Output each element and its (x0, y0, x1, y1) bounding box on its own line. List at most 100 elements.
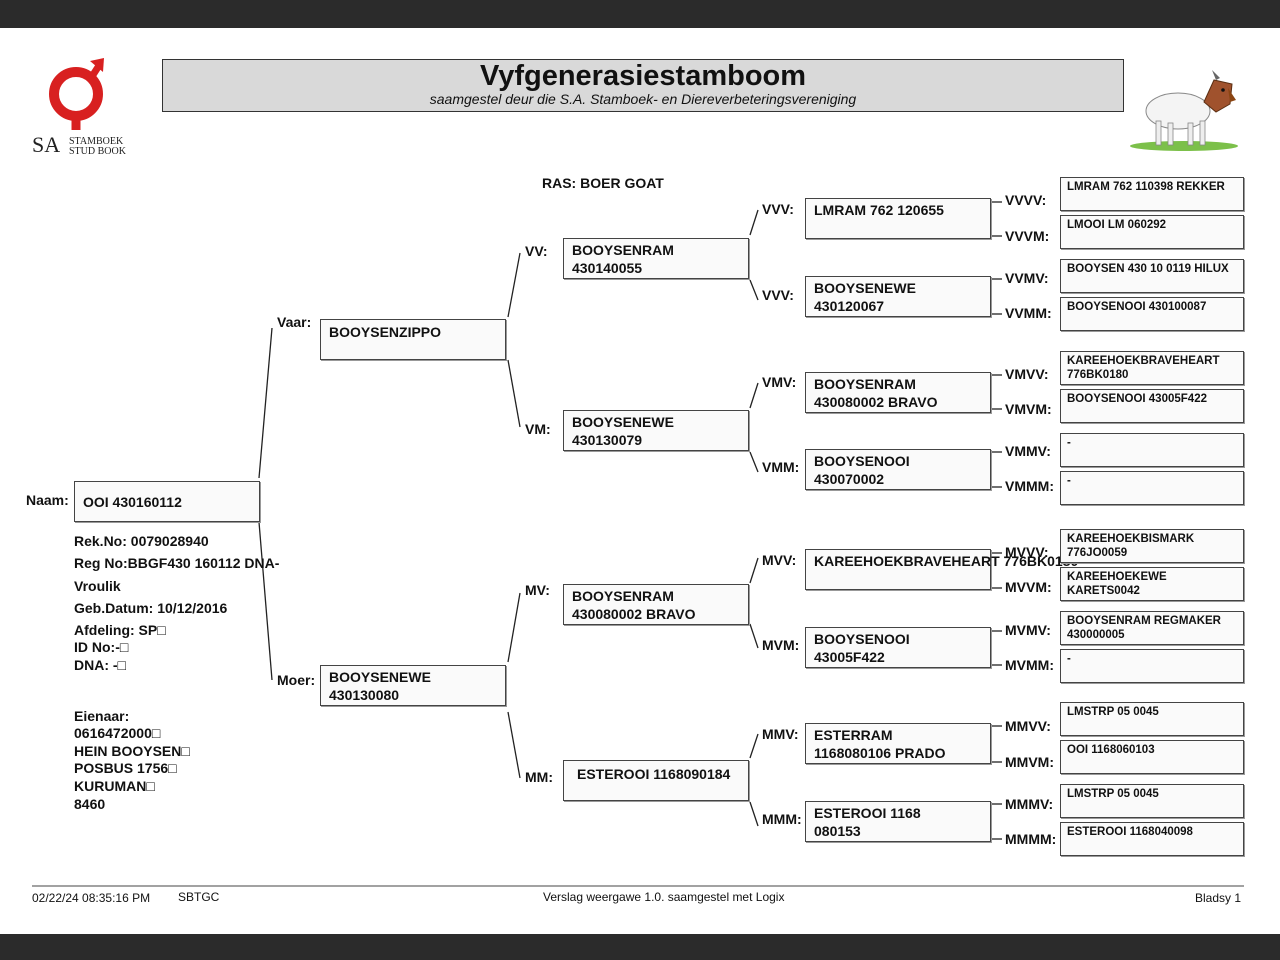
mmmv-box: LMSTRP 05 0045 (1060, 784, 1244, 818)
vmvm-name: BOOYSENOOI 43005F422 (1067, 393, 1207, 405)
vvmm-label: VVMM: (1005, 305, 1052, 321)
page-subtitle: saamgestel deur die S.A. Stamboek- en Di… (429, 91, 857, 107)
logo-sa: SA (32, 132, 60, 157)
mmvv-name: LMSTRP 05 0045 (1067, 706, 1159, 718)
vm-box: BOOYSENEWE 430130079 (563, 410, 749, 451)
mvvv-name: KAREEHOEKBISMARK 776JO0059 (1067, 533, 1195, 559)
vmvv-name: KAREEHOEKBRAVEHEART 776BK0180 (1067, 355, 1220, 381)
mvm-label: MVM: (762, 637, 800, 653)
mvm-name: BOOYSENOOI 43005F422 (814, 631, 910, 665)
vvv-box: LMRAM 762 120655 (805, 198, 991, 239)
vvvv-box: LMRAM 762 110398 REKKER (1060, 177, 1244, 211)
vv-label: VV: (525, 243, 548, 259)
mmv-box: ESTERRAM 1168080106 PRADO (805, 723, 991, 764)
owner-name: HEIN BOOYSEN□ (74, 743, 190, 759)
mv-name: BOOYSENRAM 430080002 BRAVO (572, 588, 696, 622)
page-title: Vyfgenerasiestamboom (479, 60, 807, 92)
mvmv-label: MVMV: (1005, 622, 1051, 638)
owner-phone: 0616472000□ (74, 725, 161, 741)
breed-label: RAS: BOER GOAT (542, 175, 664, 191)
mvvm-name: KAREEHOEKEWE KARETS0042 (1067, 571, 1167, 597)
vm-label: VM: (525, 421, 551, 437)
birth-date: Geb.Datum: 10/12/2016 (74, 600, 228, 616)
mmv-name: ESTERRAM 1168080106 PRADO (814, 727, 946, 761)
vmm-name: BOOYSENOOI 430070002 (814, 453, 910, 487)
vmvm-label: VMVM: (1005, 401, 1052, 417)
mvmv-name: BOOYSENRAM REGMAKER 430000005 (1067, 615, 1221, 641)
id-no: ID No:-□ (74, 639, 129, 655)
vvm-name: BOOYSENEWE 430120067 (814, 280, 916, 314)
vvmv-name: BOOYSEN 430 10 0119 HILUX (1067, 263, 1229, 275)
mm-box: ESTEROOI 1168090184 (563, 760, 749, 801)
vmmv-label: VMMV: (1005, 443, 1051, 459)
owner-address: POSBUS 1756□ (74, 760, 177, 776)
vmvm-box: BOOYSENOOI 43005F422 (1060, 389, 1244, 423)
vvmm-name: BOOYSENOOI 430100087 (1067, 301, 1207, 313)
vmmm-name: - (1067, 475, 1071, 487)
mmmv-name: LMSTRP 05 0045 (1067, 788, 1159, 800)
bottom-bar (0, 934, 1280, 960)
mmmm-box: ESTEROOI 1168040098 (1060, 822, 1244, 856)
animal-name-label: Naam: (26, 492, 69, 508)
mvmm-box: - (1060, 649, 1244, 683)
vvvm-label: VVVM: (1005, 228, 1050, 244)
mmvv-box: LMSTRP 05 0045 (1060, 702, 1244, 736)
vvvm-name: LMOOI LM 060292 (1067, 219, 1167, 231)
dam-name: BOOYSENEWE 430130080 (329, 669, 431, 703)
top-bar (0, 0, 1280, 28)
vvmv-box: BOOYSEN 430 10 0119 HILUX (1060, 259, 1244, 293)
sex: Vroulik (74, 578, 121, 594)
vvm-label: VVV: (762, 287, 794, 303)
vvvm-box: LMOOI LM 060292 (1060, 215, 1244, 249)
boer-goat-illustration (1128, 66, 1240, 152)
mmm-box: ESTEROOI 1168 080153 (805, 801, 991, 842)
subject-animal-box: OOI 430160112 (74, 481, 260, 522)
mvmv-box: BOOYSENRAM REGMAKER 430000005 (1060, 611, 1244, 645)
mvvv-label: MVVV: (1005, 544, 1049, 560)
vvvv-label: VVVV: (1005, 192, 1047, 208)
logo-stamboek: STAMBOEK (69, 136, 124, 147)
footer-code: SBTGC (178, 890, 220, 904)
mmvm-box: OOI 1168060103 (1060, 740, 1244, 774)
vvmm-box: BOOYSENOOI 430100087 (1060, 297, 1244, 331)
vmv-box: BOOYSENRAM 430080002 BRAVO (805, 372, 991, 413)
mmvv-label: MMVV: (1005, 718, 1051, 734)
mvmm-label: MVMM: (1005, 657, 1054, 673)
title-banner: Vyfgenerasiestamboom saamgestel deur die… (162, 59, 1124, 112)
mv-label: MV: (525, 582, 550, 598)
owner-postal-code: 8460 (74, 796, 106, 812)
mvv-name: KAREEHOEKBRAVEHEART 776BK0180 (814, 553, 1079, 569)
owner-label: Eienaar: (74, 708, 130, 724)
mmmm-label: MMMM: (1005, 831, 1057, 847)
dna: DNA: -□ (74, 657, 127, 673)
vmv-label: VMV: (762, 374, 797, 390)
sire-name: BOOYSENZIPPO (329, 324, 442, 340)
mv-box: BOOYSENRAM 430080002 BRAVO (563, 584, 749, 625)
vmmv-box: - (1060, 433, 1244, 467)
mmvm-label: MMVM: (1005, 754, 1054, 770)
vmmv-name: - (1067, 437, 1071, 449)
vvmv-label: VVMV: (1005, 270, 1049, 286)
vvvv-name: LMRAM 762 110398 REKKER (1067, 181, 1225, 193)
vmvv-box: KAREEHOEKBRAVEHEART 776BK0180 (1060, 351, 1244, 385)
vvm-box: BOOYSENEWE 430120067 (805, 276, 991, 317)
vmm-box: BOOYSENOOI 430070002 (805, 449, 991, 490)
mvvv-box: KAREEHOEKBISMARK 776JO0059 (1060, 529, 1244, 563)
mm-label: MM: (525, 769, 553, 785)
footer-report: Verslag weergawe 1.0. saamgestel met Log… (543, 890, 785, 904)
mvv-box: KAREEHOEKBRAVEHEART 776BK0180 (805, 549, 1078, 590)
stud-book-logo: SA STAMBOEK STUD BOOK (30, 56, 134, 158)
mvv-label: MVV: (762, 552, 797, 568)
owner-town: KURUMAN□ (74, 778, 155, 794)
footer-page-number: Bladsy 1 (1195, 891, 1242, 905)
subject-animal-name: OOI 430160112 (83, 494, 182, 510)
mvvm-label: MVVM: (1005, 579, 1052, 595)
mm-name: ESTEROOI 1168090184 (577, 766, 731, 782)
reg-no: Reg No:BBGF430 160112 DNA- (74, 555, 280, 571)
vvv-label: VVV: (762, 201, 794, 217)
vv-name: BOOYSENRAM 430140055 (572, 242, 674, 276)
mvm-box: BOOYSENOOI 43005F422 (805, 627, 991, 668)
vm-name: BOOYSENEWE 430130079 (572, 414, 674, 448)
vmvv-label: VMVV: (1005, 366, 1049, 382)
